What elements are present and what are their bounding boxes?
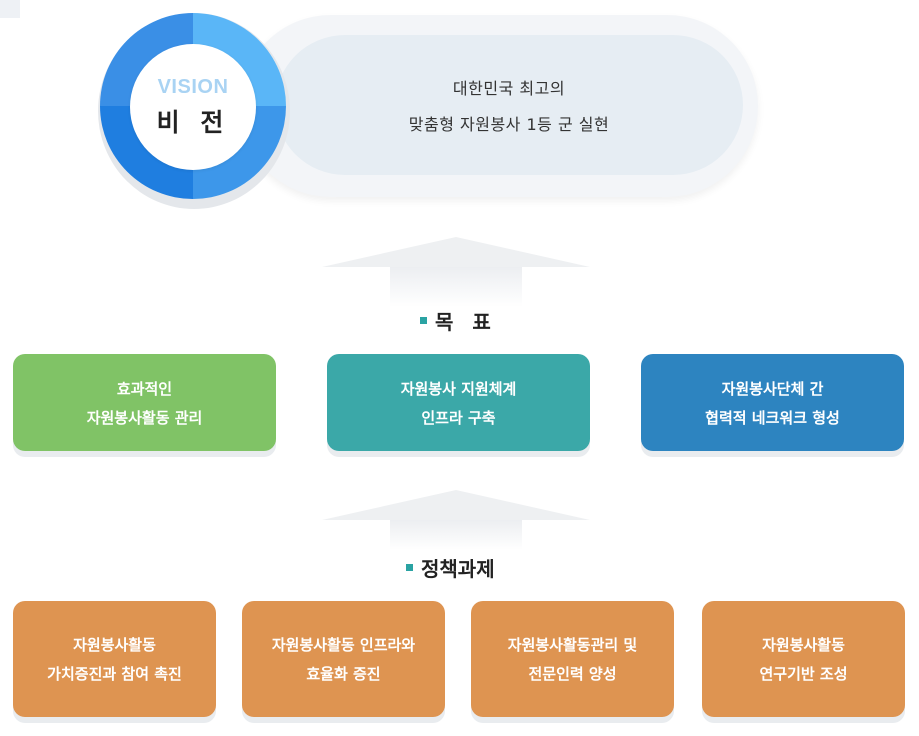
up-arrow-icon — [322, 237, 590, 307]
goal-line-2: 협력적 네크워크 형성 — [705, 408, 840, 427]
policy-box: 자원봉사활동 가치증진과 참여 촉진 — [13, 601, 216, 717]
goal-line-2: 인프라 구축 — [421, 408, 496, 427]
goal-line-1: 자원봉사단체 간 — [721, 379, 824, 398]
goal-box: 자원봉사단체 간 협력적 네크워크 형성 — [641, 354, 904, 451]
policy-line-1: 자원봉사활동 — [762, 636, 845, 654]
vision-statement: 대한민국 최고의 맞춤형 자원봉사 1등 군 실현 — [275, 35, 743, 175]
goal-box: 효과적인 자원봉사활동 관리 — [13, 354, 276, 451]
policy-line-2: 가치증진과 참여 촉진 — [47, 665, 182, 683]
goal-line-1: 효과적인 — [116, 379, 173, 398]
policy-line-2: 연구기반 조성 — [759, 665, 848, 683]
vision-title-ko: 비 전 — [156, 107, 230, 137]
goal-line-1: 자원봉사 지원체계 — [400, 379, 517, 398]
goals-heading-text: 목 표 — [435, 310, 497, 334]
vision-title-en: VISION — [157, 75, 229, 98]
goal-box: 자원봉사 지원체계 인프라 구축 — [327, 354, 590, 451]
policy-heading: 정책과제 — [406, 553, 495, 582]
bullet-icon — [420, 317, 427, 324]
policy-box: 자원봉사활동관리 및 전문인력 양성 — [471, 601, 674, 717]
goals-heading: 목 표 — [420, 306, 497, 335]
policy-box: 자원봉사활동 연구기반 조성 — [702, 601, 905, 717]
policy-line-1: 자원봉사활동 — [73, 636, 156, 654]
goal-line-2: 자원봉사활동 관리 — [86, 408, 203, 427]
bullet-icon — [406, 564, 413, 571]
vision-statement-line-1: 대한민국 최고의 — [452, 79, 566, 98]
corner-tab — [0, 0, 20, 18]
policy-heading-text: 정책과제 — [421, 557, 495, 581]
policy-line-1: 자원봉사활동관리 및 — [507, 636, 638, 654]
policy-line-1: 자원봉사활동 인프라와 — [271, 636, 416, 654]
up-arrow-icon — [322, 490, 590, 550]
policy-line-2: 효율화 증진 — [306, 665, 381, 683]
policy-line-2: 전문인력 양성 — [528, 665, 617, 683]
vision-statement-line-2: 맞춤형 자원봉사 1등 군 실현 — [408, 115, 610, 134]
policy-box: 자원봉사활동 인프라와 효율화 증진 — [242, 601, 445, 717]
vision-badge: VISION 비 전 — [130, 44, 256, 170]
